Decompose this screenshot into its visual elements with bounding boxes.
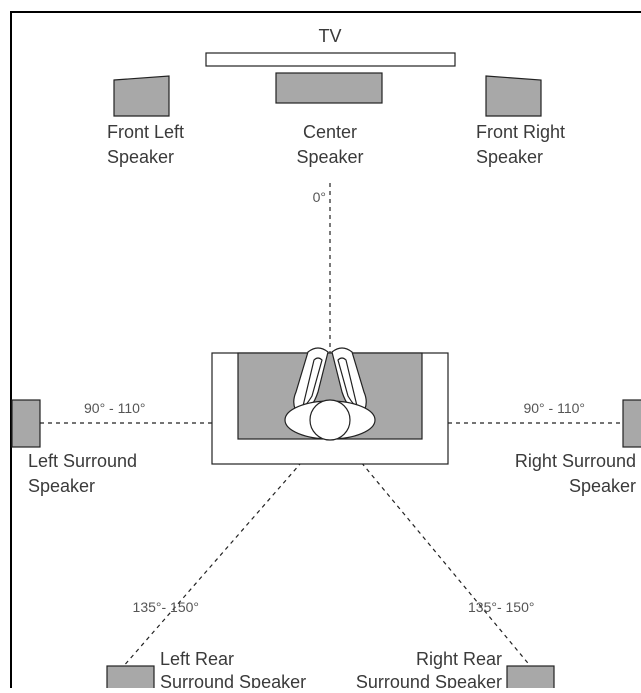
right-rear-angle-label: 135°- 150°: [468, 599, 534, 615]
left-surround-label-line2: Speaker: [28, 476, 95, 496]
front-right-label-line2: Speaker: [476, 147, 543, 167]
front-left-label-line2: Speaker: [107, 147, 174, 167]
left-surround-label-line1: Left Surround: [28, 451, 137, 471]
left-rear-label-line2: Surround Speaker: [160, 672, 306, 688]
right-rear-label-line1: Right Rear: [416, 649, 502, 669]
center-label-line2: Speaker: [296, 147, 363, 167]
front-right-label-line1: Front Right: [476, 122, 565, 142]
front-right-speaker-icon: [485, 75, 542, 117]
center-label-line1: Center: [303, 122, 357, 142]
left-side-angle-label: 90° - 110°: [84, 400, 146, 416]
right-surround-label-line1: Right Surround: [515, 451, 636, 471]
right-rear-axis-line: [335, 431, 533, 669]
front-angle-label: 0°: [313, 189, 326, 205]
listener-couch: [211, 347, 449, 465]
tv-label: TV: [318, 26, 341, 46]
person-on-couch-icon: [284, 347, 376, 441]
tv-screen: [205, 52, 456, 67]
right-rear-speaker-icon: [506, 665, 555, 693]
right-surround-label-line2: Speaker: [569, 476, 636, 496]
front-left-speaker-icon: [113, 75, 170, 117]
left-surround-speaker-icon: [11, 399, 41, 448]
right-surround-speaker-icon: [622, 399, 641, 448]
right-rear-label-line2: Surround Speaker: [356, 672, 502, 688]
left-rear-angle-label: 135°- 150°: [133, 599, 199, 615]
front-left-label-line1: Front Left: [107, 122, 184, 142]
center-speaker-icon: [275, 72, 383, 104]
left-rear-label-line1: Left Rear: [160, 649, 234, 669]
right-side-angle-label: 90° - 110°: [523, 400, 585, 416]
left-rear-speaker-icon: [106, 665, 155, 693]
